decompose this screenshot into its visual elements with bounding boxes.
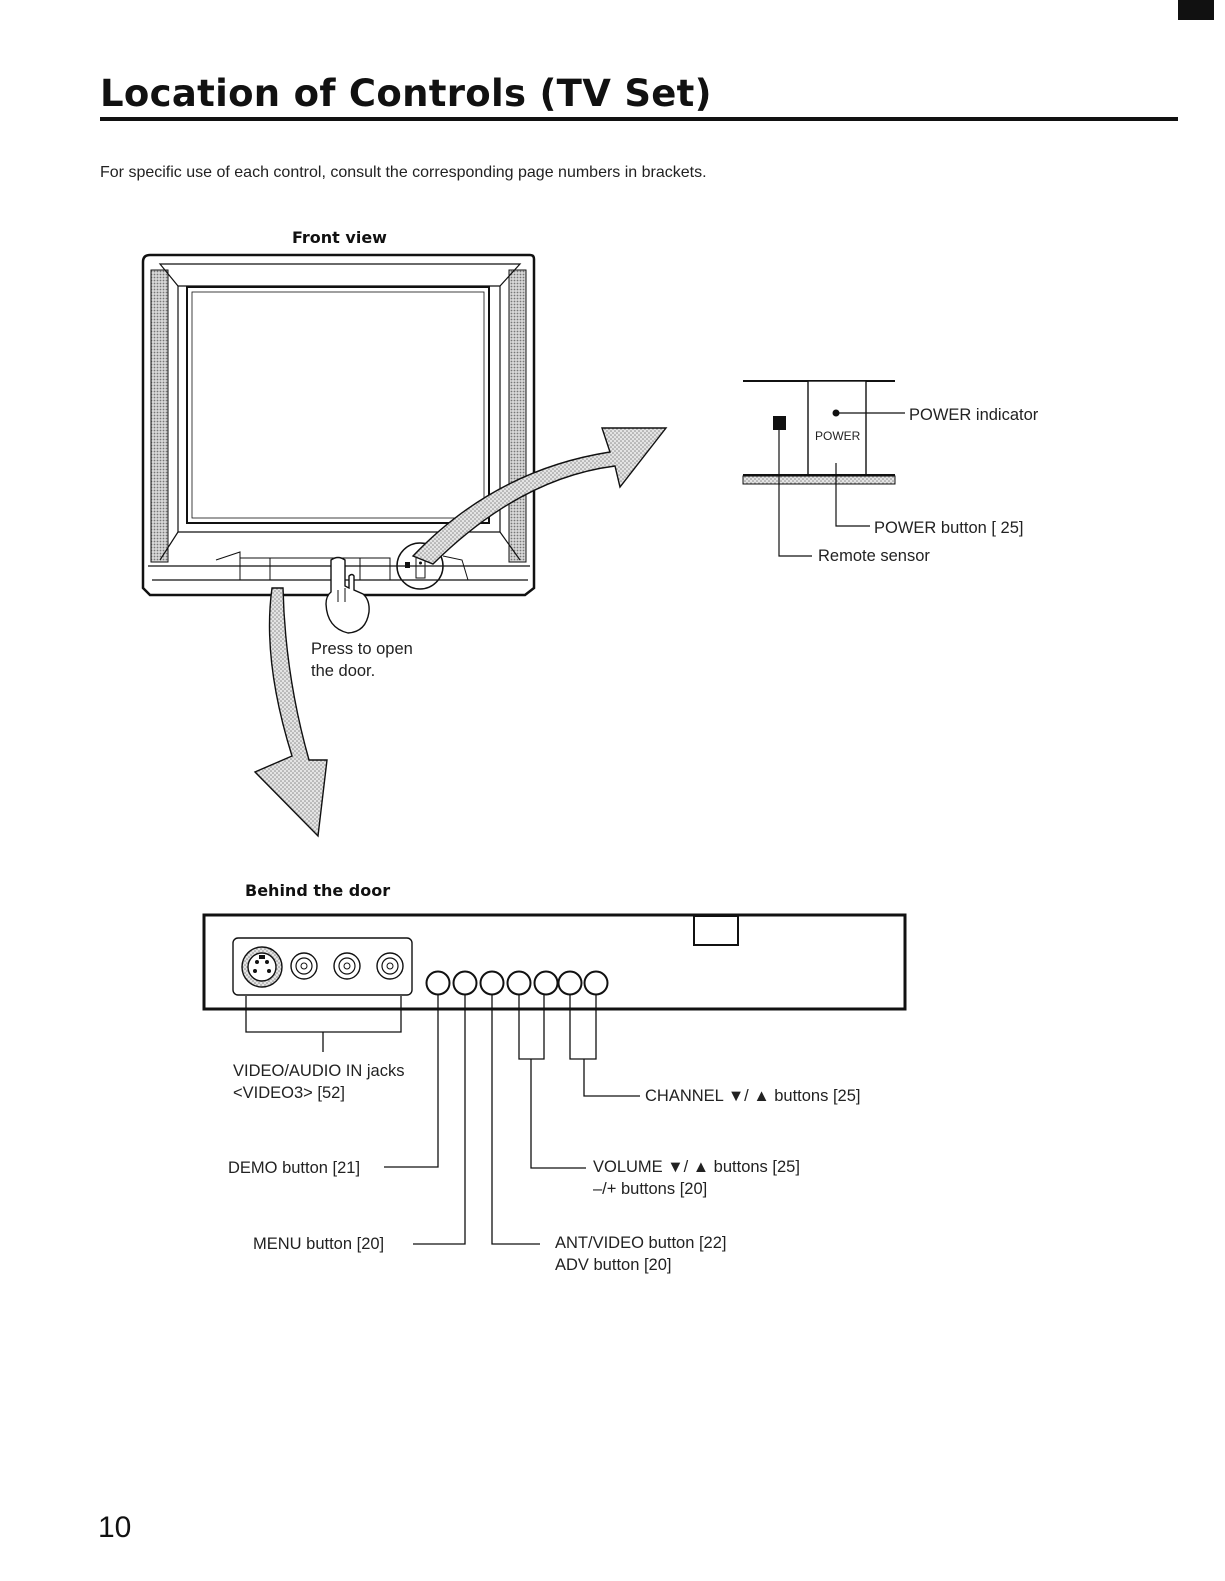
front-view-label: Front view: [292, 228, 387, 247]
power-indicator-label: POWER indicator: [909, 406, 1039, 424]
demo-button-icon: [425, 970, 451, 996]
behind-door-panel: [202, 913, 907, 1245]
volume-label-line: –/+ buttons [20]: [593, 1180, 708, 1198]
ant-video-label: ANT/VIDEO button [22] ADV button [20]: [555, 1232, 727, 1276]
behind-door-label: Behind the door: [245, 881, 391, 900]
power-panel-detail: [742, 380, 905, 557]
right-speaker-grill: [508, 269, 527, 563]
channel-label: CHANNEL ▼/ ▲ buttons [25]: [645, 1087, 861, 1105]
jacks-label: VIDEO/AUDIO IN jacks <VIDEO3> [52]: [233, 1060, 404, 1104]
remote-sensor-label: Remote sensor: [818, 547, 930, 565]
jacks-label-line: <VIDEO3> [52]: [233, 1084, 345, 1102]
ant-video-button-icon: [479, 970, 505, 996]
page-title: Location of Controls (TV Set): [100, 72, 712, 115]
tv-screen: [186, 286, 490, 524]
door-note: Press to open the door.: [311, 638, 413, 682]
page-corner-tab: [1178, 0, 1214, 20]
rca-jack-icon: [333, 952, 361, 980]
power-area-highlight: [396, 542, 444, 590]
hand-icon: [325, 556, 370, 634]
page-number: 10: [98, 1511, 132, 1544]
remote-sensor-icon: [773, 416, 786, 430]
volume-label-line: VOLUME ▼/ ▲ buttons [25]: [593, 1158, 800, 1176]
intro-text: For specific use of each control, consul…: [100, 164, 707, 181]
volume-down-button-icon: [506, 970, 532, 996]
ant-video-label-line: ADV button [20]: [555, 1256, 672, 1274]
rca-jack-icon: [376, 952, 404, 980]
power-button-text: POWER: [815, 429, 861, 443]
volume-label: VOLUME ▼/ ▲ buttons [25] –/+ buttons [20…: [593, 1156, 800, 1200]
ant-video-label-line: ANT/VIDEO button [22]: [555, 1234, 727, 1252]
power-button-label: POWER button [ 25]: [874, 519, 1024, 537]
door-open-arrow: [253, 587, 328, 838]
rca-jack-icon: [290, 952, 318, 980]
zoom-arrow-right: [411, 427, 668, 565]
channel-down-button-icon: [557, 970, 583, 996]
door-note-line: Press to open: [311, 640, 413, 658]
jacks-label-line: VIDEO/AUDIO IN jacks: [233, 1062, 405, 1080]
door-note-line: the door.: [311, 662, 376, 680]
menu-button-icon: [452, 970, 478, 996]
s-video-jack-icon: [241, 946, 283, 988]
menu-button-label: MENU button [20]: [253, 1235, 385, 1253]
title-rule: [100, 117, 1178, 121]
tv-front-view: [141, 253, 536, 634]
demo-button-label: DEMO button [21]: [228, 1159, 361, 1177]
left-speaker-grill: [150, 269, 169, 563]
channel-up-button-icon: [583, 970, 609, 996]
front-button-row: [425, 970, 609, 996]
